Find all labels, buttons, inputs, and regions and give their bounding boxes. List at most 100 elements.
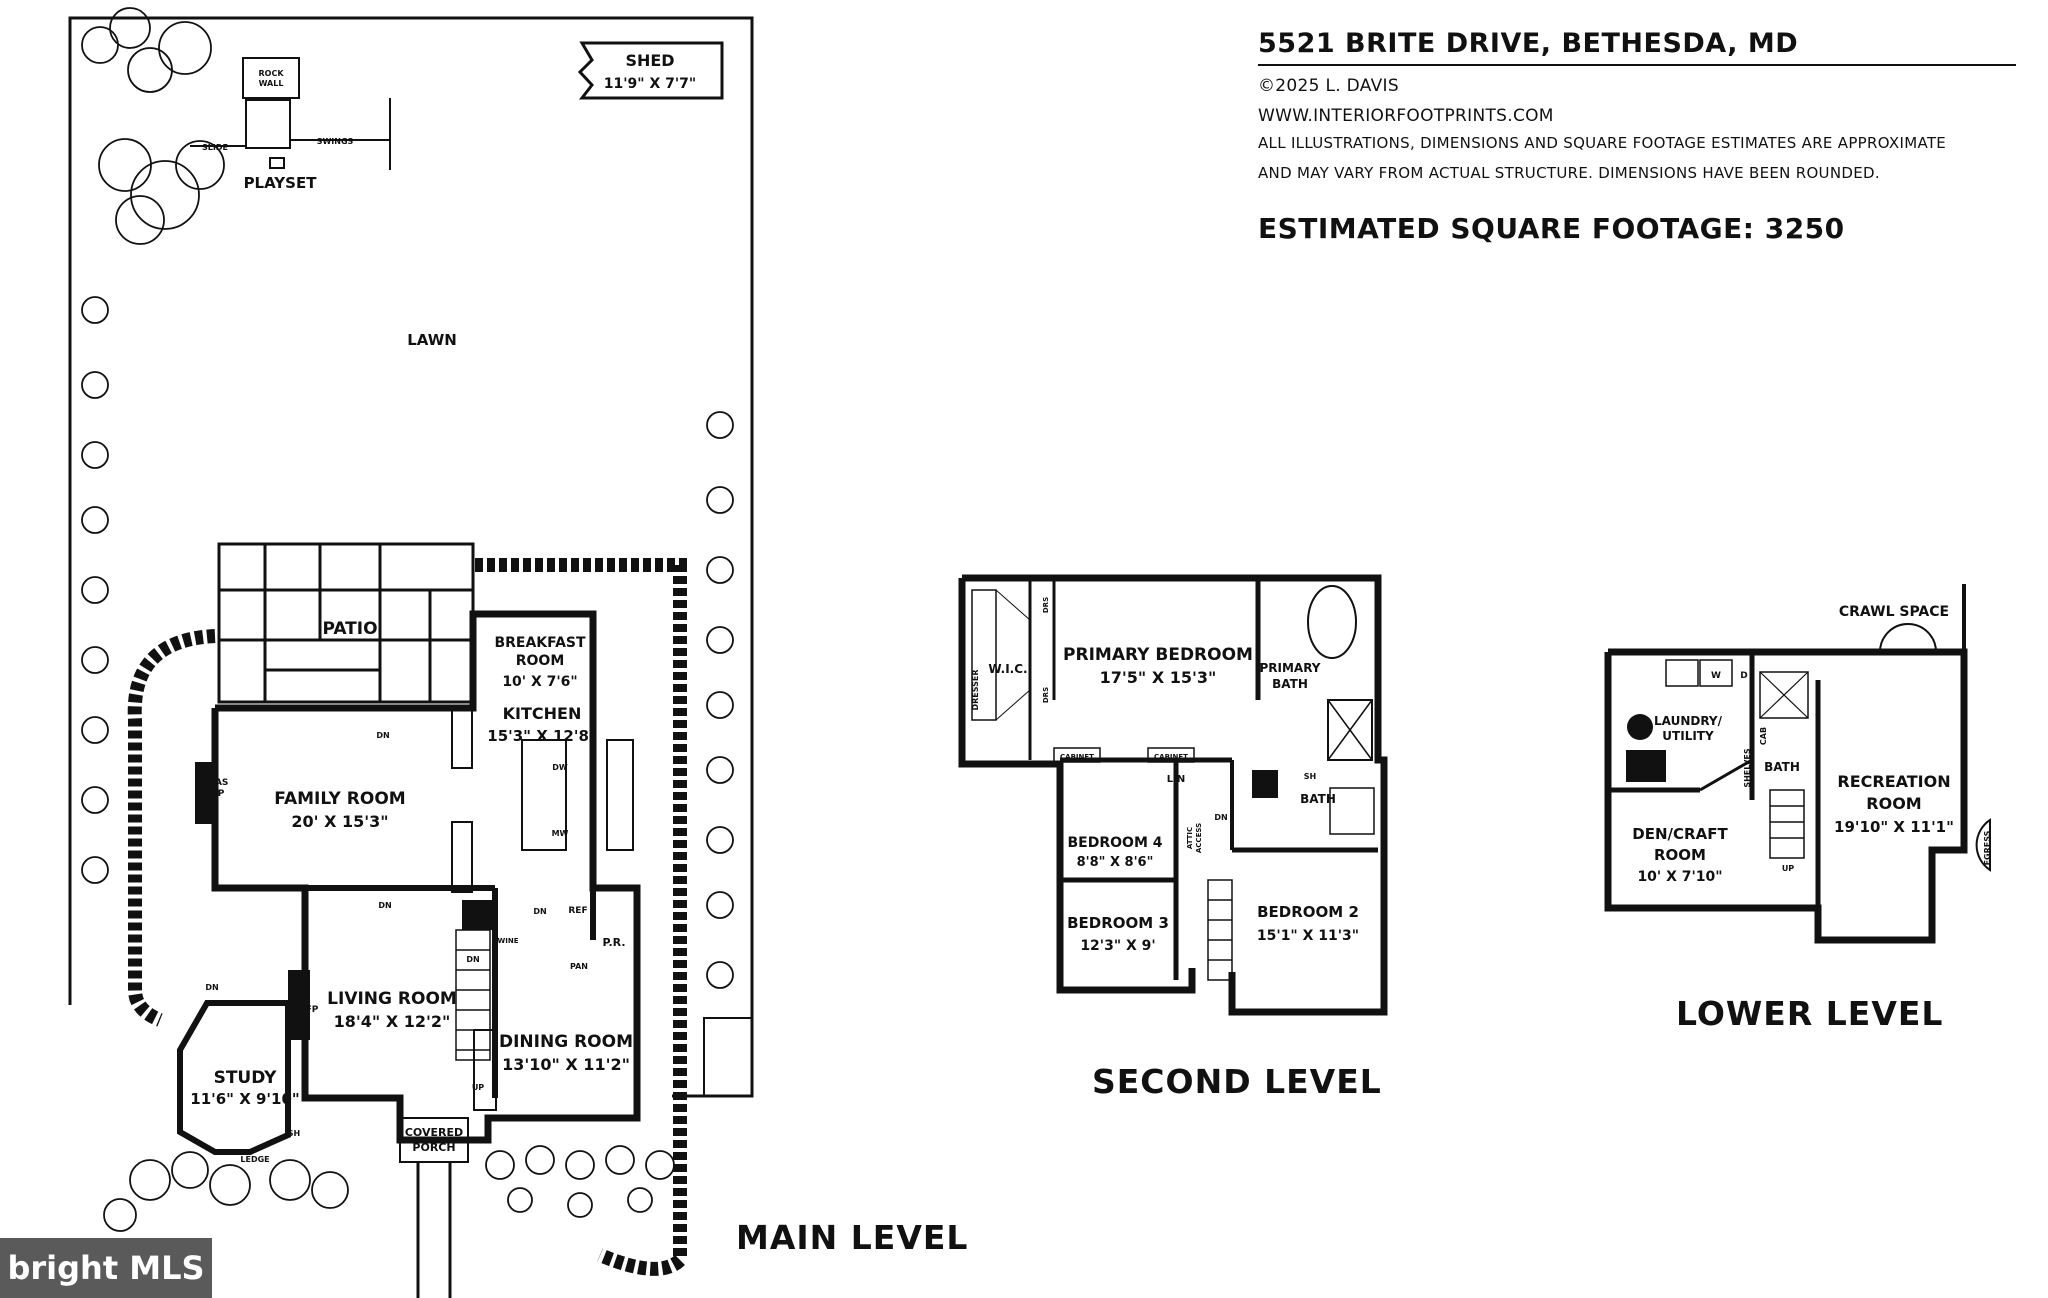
covered-porch-label: COVERED (405, 1126, 463, 1139)
header-rule (1258, 64, 2016, 66)
bedroom-4-dim: 8'8" X 8'6" (1077, 855, 1154, 870)
playset-rock-wall (242, 57, 300, 99)
down-label-second: DN (1214, 813, 1227, 822)
disclaimer-line-2: AND MAY VARY FROM ACTUAL STRUCTURE. DIME… (1258, 164, 1880, 182)
breakfast-room-label: BREAKFAST (494, 635, 586, 651)
study-dim: 11'6" X 9'10" (190, 1090, 299, 1108)
shed-dim: 11'9" X 7'7" (604, 76, 696, 92)
lower-level-walls (1604, 584, 1991, 944)
property-boundary (68, 16, 754, 1098)
covered-porch-label-2: PORCH (412, 1141, 455, 1154)
shower-label-second: SH (1304, 772, 1316, 781)
trees-and-shrubs (81, 7, 734, 1232)
copyright-line: ©2025 L. DAVIS (1258, 76, 1399, 96)
attic-access-label-2: ACCESS (1195, 823, 1203, 853)
lower-stair (1769, 789, 1805, 859)
drawers-label-bottom: DRS (1042, 687, 1050, 703)
breakfast-room-label-2: ROOM (516, 653, 565, 669)
primary-bedroom-dim: 17'5" X 15'3" (1100, 668, 1217, 687)
yard-labels: SHED 11'9" X 7'7" ROCK WALL SLIDE SWINGS… (202, 51, 696, 639)
second-stair (1207, 879, 1233, 981)
down-label-living: DN (378, 901, 391, 910)
recreation-room-dim: 19'10" X 11'1" (1834, 818, 1954, 836)
linen-closet-label: LIN (1167, 774, 1185, 785)
covered-porch (399, 1117, 469, 1163)
rock-wall-label-2: WALL (259, 79, 284, 88)
living-room-dim: 18'4" X 12'2" (334, 1012, 451, 1031)
family-room-label: FAMILY ROOM (274, 789, 405, 809)
cabinet-label-left: CABINET (1060, 753, 1094, 761)
den-label-2: ROOM (1654, 846, 1706, 864)
lower-level-caption: LOWER LEVEL (1676, 994, 1944, 1033)
swings-label: SWINGS (317, 137, 354, 146)
playset-label: PLAYSET (244, 174, 318, 192)
brick-edging-left (127, 629, 216, 1027)
recreation-room-label-2: ROOM (1866, 794, 1921, 813)
dishwasher-label: DW (552, 763, 568, 772)
disclaimer-line-1: ALL ILLUSTRATIONS, DIMENSIONS AND SQUARE… (1258, 134, 1947, 152)
up-label-lower: UP (1782, 864, 1794, 873)
ledge-label: LEDGE (240, 1155, 269, 1164)
primary-bedroom-label: PRIMARY BEDROOM (1063, 645, 1253, 665)
hall-bath-label: BATH (1300, 792, 1336, 806)
primary-bath-label-2: BATH (1272, 677, 1308, 691)
bedroom-3-dim: 12'3" X 9' (1080, 938, 1155, 954)
cab-label: CAB (1759, 727, 1768, 745)
dining-room-label: DINING ROOM (499, 1032, 633, 1052)
den-dim: 10' X 7'10" (1637, 869, 1722, 885)
study-label: STUDY (214, 1068, 278, 1088)
laundry-label: LAUNDRY/ (1654, 714, 1723, 728)
gas-fp-label-2: FP (212, 789, 225, 799)
lower-bath-label: BATH (1764, 760, 1800, 774)
down-label-stair: DN (466, 955, 479, 964)
study-outline (177, 1000, 291, 1155)
shed (577, 41, 724, 100)
main-level-caption: MAIN LEVEL (736, 1218, 969, 1257)
breakfast-room-dim: 10' X 7'6" (502, 674, 577, 690)
gas-fp-label: GAS (208, 778, 229, 788)
shelf-label: SH (288, 1129, 300, 1138)
main-stair (455, 929, 491, 1061)
attic-access-label: ATTIC (1186, 827, 1194, 849)
laundry-label-2: UTILITY (1662, 729, 1714, 743)
side-structure (703, 1017, 753, 1097)
brick-edging-right (475, 558, 687, 1276)
wine-label: WINE (498, 937, 519, 945)
patio-label: PATIO (322, 619, 377, 639)
playset-tower (245, 99, 291, 149)
bedroom-2-label: BEDROOM 2 (1257, 903, 1359, 921)
crawl-space-label: CRAWL SPACE (1839, 604, 1949, 620)
down-label-patio: DN (376, 731, 389, 740)
cabinet-label-right: CABINET (1154, 753, 1188, 761)
drawers-label-top: DRS (1042, 597, 1050, 613)
front-walkway (416, 1162, 452, 1298)
rock-wall-label: ROCK (258, 69, 284, 78)
dresser-label: DRESSER (971, 669, 980, 710)
shed-label: SHED (625, 51, 674, 70)
ref-label: REF (568, 906, 587, 916)
kitchen-dim: 15'3" X 12'8" (487, 727, 596, 745)
down-label-study: DN (205, 983, 218, 992)
shelves-label: SHELVES (1743, 748, 1752, 788)
dining-room-dim: 13'10" X 11'2" (502, 1055, 630, 1074)
main-level-labels: BREAKFAST ROOM 10' X 7'6" KITCHEN 15'3" … (190, 635, 633, 1164)
bright-mls-logo: bright MLS (0, 1238, 212, 1298)
pantry-label: PAN (570, 962, 588, 971)
lower-level-labels: CRAWL SPACE W D LAUNDRY/ UTILITY CAB SHE… (1632, 604, 1992, 885)
egress-label: EGRESS (1983, 830, 1992, 865)
second-level-caption: SECOND LEVEL (1092, 1062, 1382, 1101)
dryer-label: D (1740, 671, 1747, 681)
bedroom-4-label: BEDROOM 4 (1068, 835, 1163, 851)
living-room-label: LIVING ROOM (327, 989, 457, 1009)
bedroom-2-dim: 15'1" X 11'3" (1257, 928, 1359, 944)
main-level-walls (177, 610, 641, 1163)
lawn-label: LAWN (407, 331, 457, 349)
property-address: 5521 BRITE DRIVE, BETHESDA, MD (1258, 28, 1799, 59)
website-line: WWW.INTERIORFOOTPRINTS.COM (1258, 106, 1554, 126)
square-footage: ESTIMATED SQUARE FOOTAGE: 3250 (1258, 212, 1845, 245)
powder-room-label: P.R. (602, 936, 625, 949)
slide-label: SLIDE (202, 143, 228, 152)
walk-in-closet-label: W.I.C. (988, 662, 1027, 676)
bedroom-3-label: BEDROOM 3 (1067, 914, 1169, 932)
down-label-kitchen: DN (533, 907, 546, 916)
